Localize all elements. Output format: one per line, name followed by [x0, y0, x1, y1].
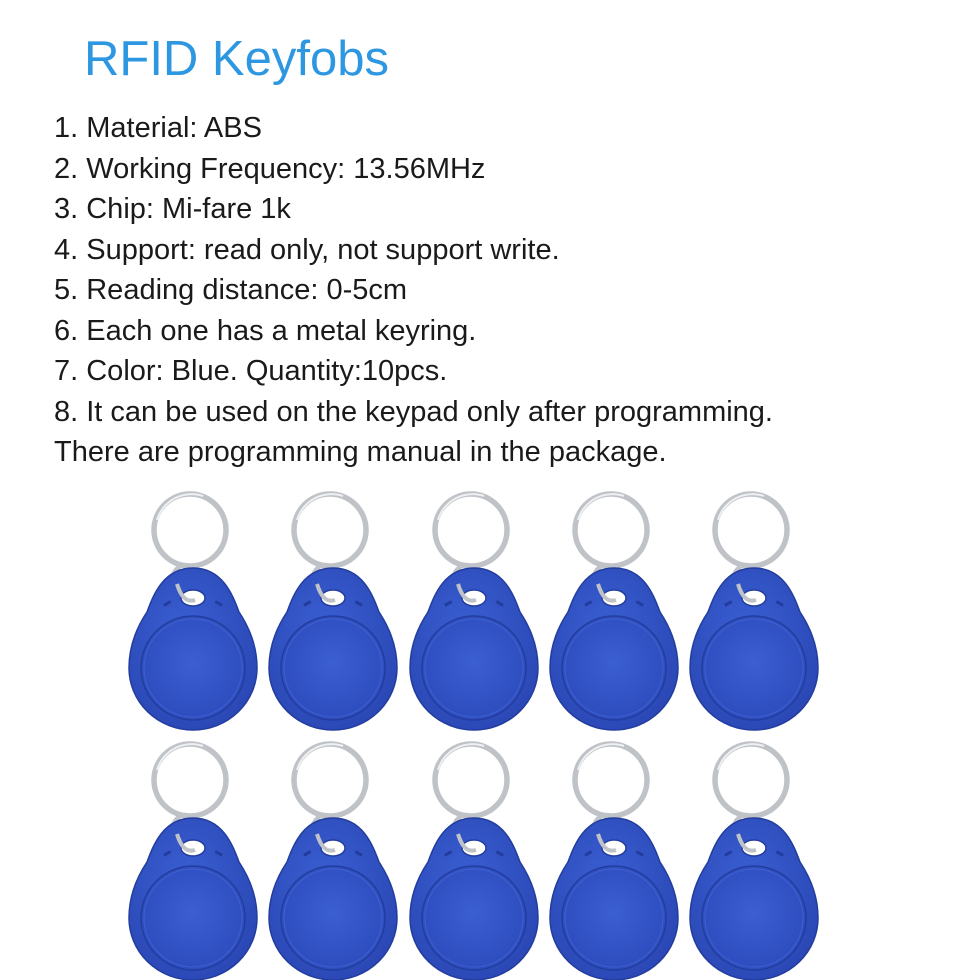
fob-face — [701, 615, 807, 721]
keyring-highlight — [296, 493, 344, 521]
keyfob-3 — [409, 491, 539, 731]
spec-line-manual: There are programming manual in the pack… — [54, 436, 667, 468]
fob-slot-left — [724, 600, 733, 607]
ring-through-hole — [315, 833, 336, 853]
fob-slot-left — [584, 850, 593, 857]
spec-line-keyring: 6. Each one has a metal keyring. — [54, 314, 477, 347]
fob-hole — [601, 589, 627, 607]
fob-face-rim — [704, 618, 804, 718]
fob-slot-right — [635, 850, 644, 857]
fob-slot-right — [775, 850, 784, 857]
keyring-highlight — [717, 743, 765, 771]
ring-through-hole — [175, 583, 196, 603]
fob-face-rim — [424, 868, 524, 968]
fob-slot-right — [495, 850, 504, 857]
ring-through-hole — [315, 583, 336, 603]
fob-face — [701, 865, 807, 971]
fob-hole — [320, 589, 346, 607]
keyring-highlight — [156, 493, 204, 521]
fob-slot-right — [354, 600, 363, 607]
fob-hole — [461, 589, 487, 607]
ring-through-hole — [736, 833, 757, 853]
fob-face-rim — [704, 868, 804, 968]
spec-line-distance: 5. Reading distance: 0-5cm — [54, 274, 408, 306]
fob-face — [280, 865, 386, 971]
fob-hole — [180, 589, 206, 607]
keyring-highlight — [437, 493, 485, 521]
keyring-highlight — [156, 743, 204, 771]
keyfob-4 — [549, 491, 679, 731]
fob-face-rim — [283, 868, 383, 968]
fob-hole — [180, 839, 206, 857]
fob-slot-left — [303, 850, 312, 857]
keyfob-7 — [268, 741, 398, 980]
keyring-highlight — [577, 743, 625, 771]
ring-through-hole — [456, 833, 477, 853]
fob-face — [421, 865, 527, 971]
fob-slot-right — [495, 600, 504, 607]
keyring-highlight — [717, 493, 765, 521]
keyfob-1 — [128, 491, 258, 731]
fob-slot-right — [354, 850, 363, 857]
fob-face-rim — [564, 868, 664, 968]
fob-hole — [601, 839, 627, 857]
fob-face — [140, 865, 246, 971]
fob-face — [561, 615, 667, 721]
fob-hole — [741, 589, 767, 607]
keyfob-9 — [549, 741, 679, 980]
fob-face-rim — [143, 868, 243, 968]
spec-line-frequency: 2. Working Frequency: 13.56MHz — [54, 152, 486, 185]
fob-face-rim — [143, 618, 243, 718]
ring-through-hole — [456, 583, 477, 603]
spec-line-chip: 3. Chip: Mi-fare 1k — [54, 193, 291, 225]
fob-hole — [320, 839, 346, 857]
fob-face-rim — [564, 618, 664, 718]
ring-through-hole — [596, 833, 617, 853]
fob-hole — [461, 839, 487, 857]
fob-face — [140, 615, 246, 721]
fob-face-rim — [283, 618, 383, 718]
fob-slot-left — [444, 600, 453, 607]
fob-slot-left — [303, 600, 312, 607]
spec-line-material: 1. Material: ABS — [54, 112, 262, 144]
keyring-highlight — [577, 493, 625, 521]
fob-face — [280, 615, 386, 721]
fob-hole — [741, 839, 767, 857]
fob-face — [421, 615, 527, 721]
fob-slot-right — [214, 600, 223, 607]
fob-slot-right — [775, 600, 784, 607]
ring-through-hole — [596, 583, 617, 603]
keyring-highlight — [437, 743, 485, 771]
keyfob-8 — [409, 741, 539, 980]
ring-through-hole — [736, 583, 757, 603]
spec-list: 1. Material: ABS 2. Working Frequency: 1… — [54, 108, 773, 473]
page-title: RFID Keyfobs — [84, 32, 389, 86]
keyfob-2 — [268, 491, 398, 731]
keyring-highlight — [296, 743, 344, 771]
fob-slot-right — [214, 850, 223, 857]
keyfob-6 — [128, 741, 258, 980]
fob-slot-left — [584, 600, 593, 607]
fob-slot-right — [635, 600, 644, 607]
keyfob-10 — [689, 741, 819, 980]
spec-line-programming: 8. It can be used on the keypad only aft… — [54, 395, 773, 428]
fob-face — [561, 865, 667, 971]
fob-slot-left — [444, 850, 453, 857]
keyfob-5 — [689, 491, 819, 731]
fob-face-rim — [424, 618, 524, 718]
ring-through-hole — [175, 833, 196, 853]
spec-line-color-quantity: 7. Color: Blue. Quantity:10pcs. — [54, 355, 448, 387]
fob-slot-left — [724, 850, 733, 857]
spec-line-support: 4. Support: read only, not support write… — [54, 233, 560, 266]
fob-slot-left — [163, 600, 172, 607]
fob-slot-left — [163, 850, 172, 857]
